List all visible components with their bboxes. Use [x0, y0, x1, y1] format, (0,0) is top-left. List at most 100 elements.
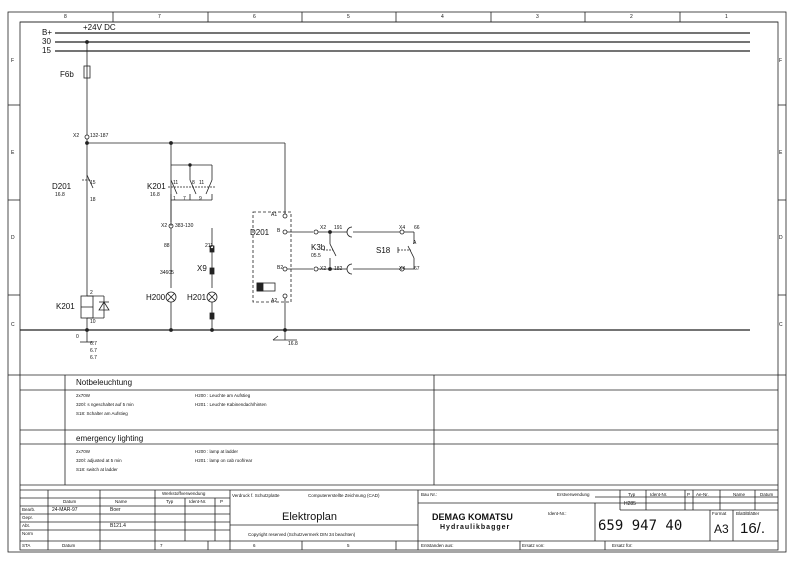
pin-label: A [413, 240, 417, 246]
tb-typ2: Typ [628, 492, 636, 497]
note-line: S18: switch at ladder [76, 467, 118, 472]
fuse-f6b-label: F6b [60, 70, 74, 79]
pin-label: 15 [90, 180, 96, 186]
tb-type-value: H285 [624, 501, 636, 507]
tb-p-header: P [220, 499, 224, 504]
tb-row-label: Norm [22, 531, 33, 536]
tb-footer-datum: Datum [62, 543, 76, 548]
pin-label: 11 [173, 180, 179, 186]
tb-sig-header: Verdruck f. Schutzplatte [232, 493, 280, 498]
note-heading-de: Notbeleuchtung [76, 378, 133, 387]
terminal-x2-label: X2 [161, 223, 168, 229]
tb-werkstoff-header: Werkstoffverwendung [162, 491, 206, 496]
pin-label: 8 [192, 180, 195, 186]
pin-label: 88 [164, 243, 170, 249]
relay-d201-label: D201 [52, 182, 72, 191]
pin-label: A1 [271, 212, 278, 218]
pin-label: 1 [173, 196, 176, 202]
cross-ref: 16.8 [288, 341, 298, 347]
tb-ident-header: Ident-Nr. [189, 499, 207, 504]
rail-label-15: 15 [42, 46, 51, 55]
company-subtitle: Hydraulikbagger [440, 524, 511, 531]
tb-sheet-number: 16/. [740, 520, 766, 537]
pin-label: 7 [183, 196, 186, 202]
wire-number: 34605 [160, 270, 174, 276]
grid-col-label: 6 [253, 543, 256, 548]
tb-cad-header: Computererstellte Zeichnung (CAD) [308, 493, 380, 498]
grid-row-label: E [779, 150, 783, 156]
tb-bearb-date: 24-MAR-97 [52, 507, 78, 513]
note-line: 2x70W [76, 393, 91, 398]
cross-ref: 6.7 [90, 355, 97, 361]
tb-abt-value: B121.4 [110, 523, 126, 529]
grid-col-label: 4 [441, 14, 444, 20]
tb-row-label: Abt. [22, 523, 31, 528]
tb-p2: P [687, 492, 691, 497]
tb-ersatz-von: Ersatz von: [522, 543, 545, 548]
grid-row-label: F [11, 58, 15, 64]
lamp-h200-label: H200 [146, 293, 166, 302]
drawing-title: Elektroplan [282, 511, 338, 523]
relay-k3b-ref: 05.5 [311, 253, 321, 259]
grid-col-label: 8 [64, 14, 67, 20]
tb-bearb-name: Boer [110, 507, 121, 513]
grid-row-label: C [779, 322, 783, 328]
terminal-x4-label: X4 [399, 266, 406, 272]
supply-voltage-label: +24V DC [83, 23, 116, 32]
grid-row-label: E [11, 150, 15, 156]
pin-label: B2 [277, 265, 284, 271]
tb-bau-nr: Bau Nr.: [421, 492, 438, 497]
relay-k201-coil-label: K201 [56, 302, 75, 311]
pin-label: 2 [90, 290, 93, 296]
wire-number: 67 [414, 266, 420, 272]
wire-number: 191 [334, 225, 343, 231]
tb-row-label: STA [22, 543, 31, 548]
rail-label-30: 30 [42, 37, 51, 46]
drawing-number: 659 947 40 [598, 518, 683, 534]
cross-ref: 6.7 [90, 348, 97, 354]
note-heading-en: emergency lighting [76, 434, 144, 443]
grid-col-label: 7 [158, 14, 161, 20]
pin-label: A2 [271, 298, 278, 304]
inner-frame [19, 21, 779, 551]
grid-col-label: 5 [347, 543, 350, 548]
pin-label: 10 [90, 319, 96, 325]
terminal-x2-range: 383-130 [175, 223, 194, 229]
switch-s18-label: S18 [376, 246, 391, 255]
pin-label: 11 [199, 180, 205, 186]
grid-col-label: 5 [347, 14, 350, 20]
copyright-note: Copyright reserved (Schutzvermerk DIN 34… [248, 532, 356, 537]
tb-row-label: Gepr. [22, 515, 34, 520]
outer-frame [7, 11, 787, 553]
note-line: S18: Schalter am Aufstieg [76, 411, 128, 416]
wire-number: 182 [334, 266, 343, 272]
tb-erstverwendung: Erstverwendung [557, 492, 590, 497]
tb-format-value: A3 [714, 522, 729, 536]
note-line: H200 : Leuchte am Aufstieg [195, 393, 251, 398]
tb-name-header: Name [115, 499, 128, 504]
pin-label: 9 [199, 196, 202, 202]
tb-format-header: Format [712, 511, 727, 516]
terminal-x4-label: X4 [399, 225, 406, 231]
tb-name2: Name [733, 492, 746, 497]
grid-col-label: 2 [630, 14, 633, 20]
grid-row-label: F [779, 58, 783, 64]
note-line: H200 : lamp at ladder [195, 449, 239, 454]
relay-d201-ref: 16.8 [55, 192, 65, 198]
note-line: H201 : Leuchte Kabinendach/hinten [195, 402, 267, 407]
tb-entstanden: Entstanden aus: [421, 543, 454, 548]
note-line: H201 : lamp on cab roof/rear [195, 458, 253, 463]
grid-col-label: 7 [160, 543, 163, 548]
grid-row-label: C [11, 322, 15, 328]
relay-k201-contacts-label: K201 [147, 182, 166, 191]
grid-col-label: 6 [253, 14, 256, 20]
terminal-x2-label: X2 [73, 133, 80, 139]
tb-row-label: Bearb. [22, 507, 36, 512]
ground-zero-label: 0 [76, 334, 79, 340]
rail-label-bplus: B+ [42, 28, 53, 37]
terminal-x2-label: X2 [320, 266, 327, 272]
tb-ident-nr-label: Ident-Nr.: [548, 511, 567, 516]
tb-datum-header: Datum [63, 499, 77, 504]
relay-k201-ref: 16.8 [150, 192, 160, 198]
